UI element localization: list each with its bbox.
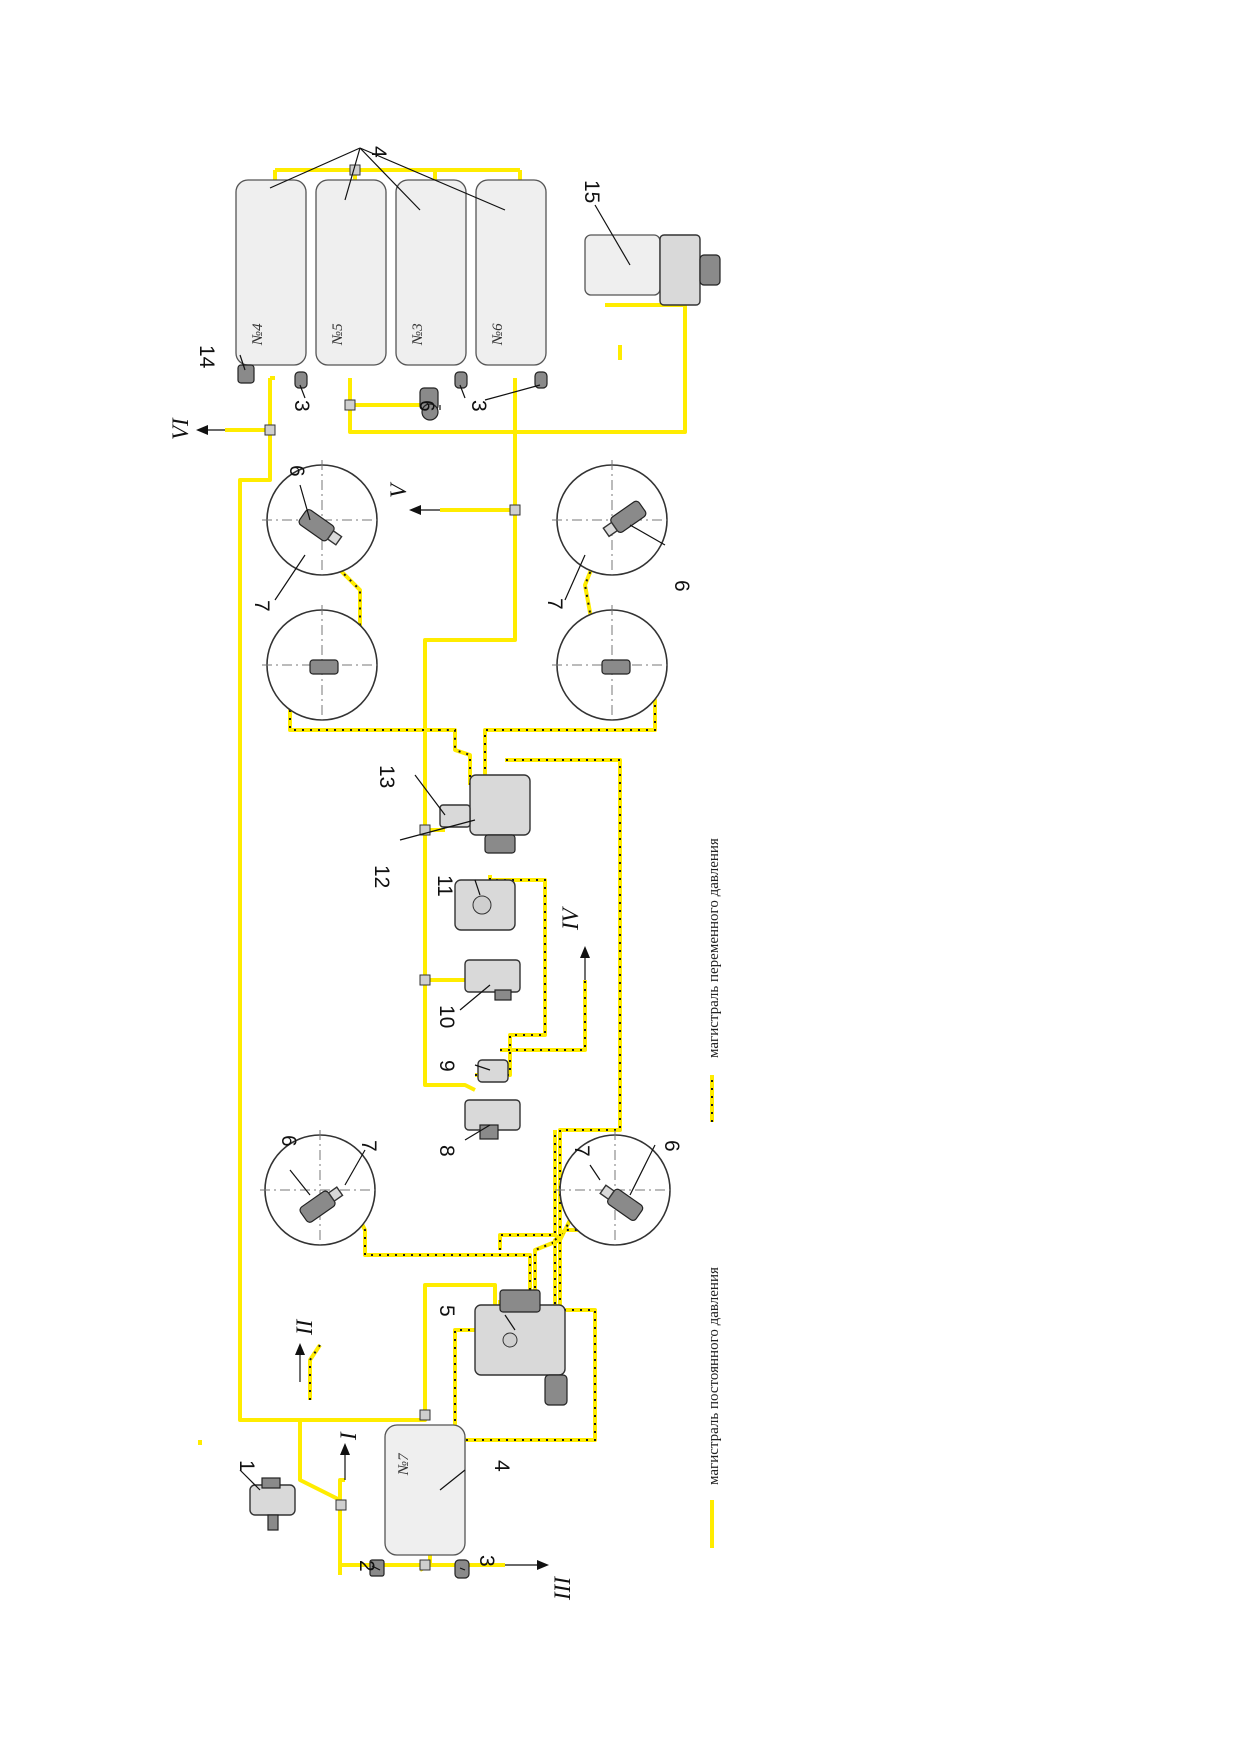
brake-chambers <box>298 500 647 1223</box>
receiver-4: №4 <box>235 179 307 366</box>
output-I: I <box>336 1431 361 1441</box>
valve-12 <box>469 774 531 854</box>
output-III: III <box>550 1576 575 1601</box>
tank-label-6: №6 <box>490 323 506 346</box>
callout-7d: 7 <box>570 1145 593 1157</box>
legend-constant: магистраль постоянного давления <box>706 1267 722 1485</box>
receiver-7: №7 <box>384 1424 466 1556</box>
callout-9: 9 <box>435 1060 458 1072</box>
callout-1: 1 <box>235 1460 258 1472</box>
receiver-row: №4 №5 №3 №6 <box>235 179 547 366</box>
output-II: II <box>292 1318 317 1336</box>
callout-3a: 3 <box>475 1555 498 1567</box>
receiver-5: №5 <box>315 179 387 366</box>
callout-3b: 3 <box>290 400 313 412</box>
wheel-front-left <box>260 1130 380 1250</box>
output-V: V <box>386 481 411 498</box>
tank-label-3: №3 <box>410 323 426 346</box>
callout-5: 5 <box>435 1305 458 1317</box>
callout-7a: 7 <box>250 600 273 612</box>
callout-12: 12 <box>370 865 393 888</box>
callout-6c: 6 <box>670 580 693 592</box>
constant-pressure-lines <box>198 168 687 1575</box>
callout-6a: 6 <box>415 400 438 412</box>
callout-numbers: 4 15 14 3 6 3 6 6 7 7 13 12 11 10 9 8 6 … <box>195 146 693 1572</box>
output-VI: VI <box>168 417 193 440</box>
brake-valve-5 <box>474 1289 568 1406</box>
valve-13 <box>439 804 471 828</box>
callout-6e: 6 <box>660 1140 683 1152</box>
callout-14: 14 <box>195 345 218 369</box>
valve-14 <box>237 364 255 384</box>
tank-label-7: №7 <box>396 1452 412 1476</box>
output-arrows <box>196 425 590 1570</box>
legend: магистраль постоянного давления магистра… <box>706 838 722 1548</box>
receiver-3: №3 <box>395 179 467 366</box>
callout-13: 13 <box>375 765 398 788</box>
output-numerals: VI V IV II I III <box>168 417 583 1601</box>
valve-9 <box>477 1059 509 1083</box>
callout-10: 10 <box>435 1005 458 1028</box>
callout-4b: 4 <box>490 1460 513 1472</box>
valve-10 <box>464 959 521 1001</box>
parking-valve-6 <box>419 387 439 421</box>
tank-label-4: №4 <box>250 323 266 346</box>
valve-11 <box>454 879 516 931</box>
callout-8: 8 <box>435 1145 458 1157</box>
callout-6b: 6 <box>285 465 308 477</box>
valve-8 <box>464 1099 521 1140</box>
receiver-6: №6 <box>475 179 547 366</box>
callout-2: 2 <box>355 1560 378 1572</box>
callout-7c: 7 <box>357 1140 380 1152</box>
tank-label-5: №5 <box>330 323 346 346</box>
callout-11: 11 <box>433 875 456 897</box>
callout-6d: 6 <box>277 1135 300 1147</box>
compressor-unloader-1 <box>249 1477 296 1531</box>
leader-lines <box>239 147 666 1571</box>
callout-4a: 4 <box>367 146 390 158</box>
output-IV: IV <box>558 905 583 931</box>
callout-15: 15 <box>580 180 603 203</box>
legend-variable: магистраль переменного давления <box>706 838 722 1058</box>
callout-7b: 7 <box>543 598 566 610</box>
callout-3c: 3 <box>467 400 490 412</box>
air-dryer-15 <box>584 234 721 306</box>
tee-fittings <box>264 164 521 1571</box>
